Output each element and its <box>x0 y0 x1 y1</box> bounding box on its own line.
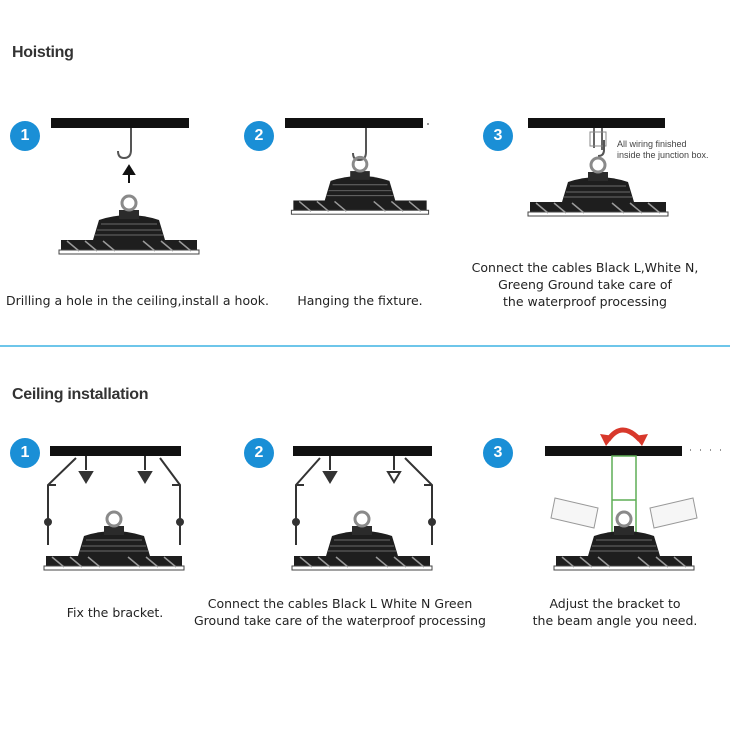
hoisting-step-2-badge: 2 <box>244 121 274 151</box>
section-divider <box>0 345 730 347</box>
mounting-bracket-icon <box>44 456 184 545</box>
caption-line: Greeng Ground take care of <box>498 277 672 292</box>
note-line: All wiring finished <box>617 139 687 149</box>
ceiling-step-2-illustration <box>290 446 436 572</box>
hoisting-step-2-illustration <box>285 118 431 216</box>
ceiling-dot <box>427 123 429 125</box>
ufo-highbay-lamp-icon <box>526 156 670 218</box>
ceiling-beam <box>528 118 665 128</box>
ufo-highbay-lamp-icon <box>57 194 201 256</box>
ufo-highbay-lamp-icon <box>42 510 186 572</box>
ceiling-title: Ceiling installation <box>12 386 149 403</box>
note-line: inside the junction box. <box>617 150 709 160</box>
ceiling-step-2-caption: Connect the cables Black L White N Green… <box>185 595 495 629</box>
ceiling-step-2-badge: 2 <box>244 438 274 468</box>
ceiling-hook-icon <box>597 140 605 157</box>
caption-line: Fix the bracket. <box>66 605 164 620</box>
ceiling-step-3-caption: Adjust the bracket to the beam angle you… <box>520 595 710 629</box>
caption-line: Hanging the fixture. <box>297 293 423 308</box>
hoisting-step-3-note: All wiring finished inside the junction … <box>617 139 709 161</box>
rotate-arrow-icon <box>600 427 648 446</box>
ceiling-beam <box>293 446 432 456</box>
tilted-bracket-ghost <box>550 497 698 529</box>
ceiling-step-3-illustration <box>545 427 721 572</box>
junction-box-icon <box>593 128 603 150</box>
hoisting-step-1-caption: Drilling a hole in the ceiling,install a… <box>6 292 269 309</box>
hoisting-step-1-badge: 1 <box>10 121 40 151</box>
hoisting-step-3-caption: Connect the cables Black L,White N, Gree… <box>470 259 700 310</box>
caption-line: Connect the cables Black L,White N, <box>471 260 699 275</box>
hoisting-step-1-illustration <box>51 118 201 256</box>
up-arrow-icon <box>122 164 136 183</box>
ceiling-beam <box>51 118 189 128</box>
caption-line: Adjust the bracket to <box>549 596 681 611</box>
caption-line: Connect the cables Black L White N Green <box>207 596 473 611</box>
caption-line: Drilling a hole in the ceiling,install a… <box>6 293 269 308</box>
ceiling-step-1-badge: 1 <box>10 438 40 468</box>
ceiling-beam <box>285 118 423 128</box>
caption-line: the beam angle you need. <box>532 613 698 628</box>
hoisting-step-3-illustration <box>526 118 670 218</box>
caption-line: Ground take care of the waterproof proce… <box>194 613 486 628</box>
ceiling-hook-icon <box>352 128 367 162</box>
ufo-highbay-lamp-icon <box>289 155 431 216</box>
caption-line: the waterproof processing <box>503 294 667 309</box>
ceiling-hook-icon <box>117 128 132 160</box>
junction-box-icon <box>589 131 607 147</box>
ceiling-step-1-illustration <box>42 446 186 572</box>
ufo-highbay-lamp-icon <box>290 510 434 572</box>
mounting-bracket-icon <box>292 456 436 545</box>
ceiling-beam <box>545 446 682 456</box>
hoisting-step-3-badge: 3 <box>483 121 513 151</box>
hoisting-step-2-caption: Hanging the fixture. <box>270 292 450 309</box>
ceiling-step-3-badge: 3 <box>483 438 513 468</box>
ceiling-step-1-caption: Fix the bracket. <box>40 604 190 621</box>
hoisting-title: Hoisting <box>12 44 74 61</box>
ceiling-beam <box>50 446 181 456</box>
